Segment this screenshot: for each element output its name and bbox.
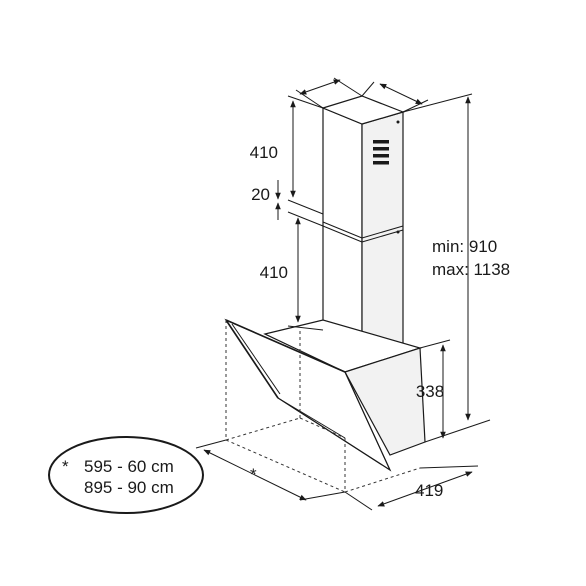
upper-chimney-label: 410 [250, 143, 278, 162]
dim-depth: 419 [344, 465, 479, 511]
hood-canopy [224, 318, 426, 472]
dim-canopy-height: 338 [416, 339, 451, 439]
footprint-outline [225, 320, 421, 493]
total-height-max-label: max: 1138 [432, 260, 510, 279]
footnote-symbol: * [62, 457, 69, 476]
dim-gap: 20 [251, 180, 324, 227]
dim-total-height: min: 910 max: 1138 [402, 93, 510, 443]
width-footnote: * 595 - 60 cm 895 - 90 cm [48, 436, 204, 514]
dim-upper-chimney: 410 [250, 95, 324, 215]
chimney [321, 95, 405, 356]
depth-label: 419 [415, 481, 443, 500]
width-marker: * [250, 465, 257, 484]
gap-label: 20 [251, 185, 270, 204]
footnote-line-1: 595 - 60 cm [84, 457, 174, 476]
lower-chimney-label: 410 [260, 263, 288, 282]
footnote-line-2: 895 - 90 cm [84, 478, 174, 497]
total-height-min-label: min: 910 [432, 237, 497, 256]
dim-chimney-top [295, 77, 429, 113]
dim-lower-chimney: 410 [260, 217, 324, 331]
dim-width: * [195, 439, 346, 501]
canopy-height-label: 338 [416, 382, 444, 401]
vent-grille-icon [373, 140, 389, 165]
